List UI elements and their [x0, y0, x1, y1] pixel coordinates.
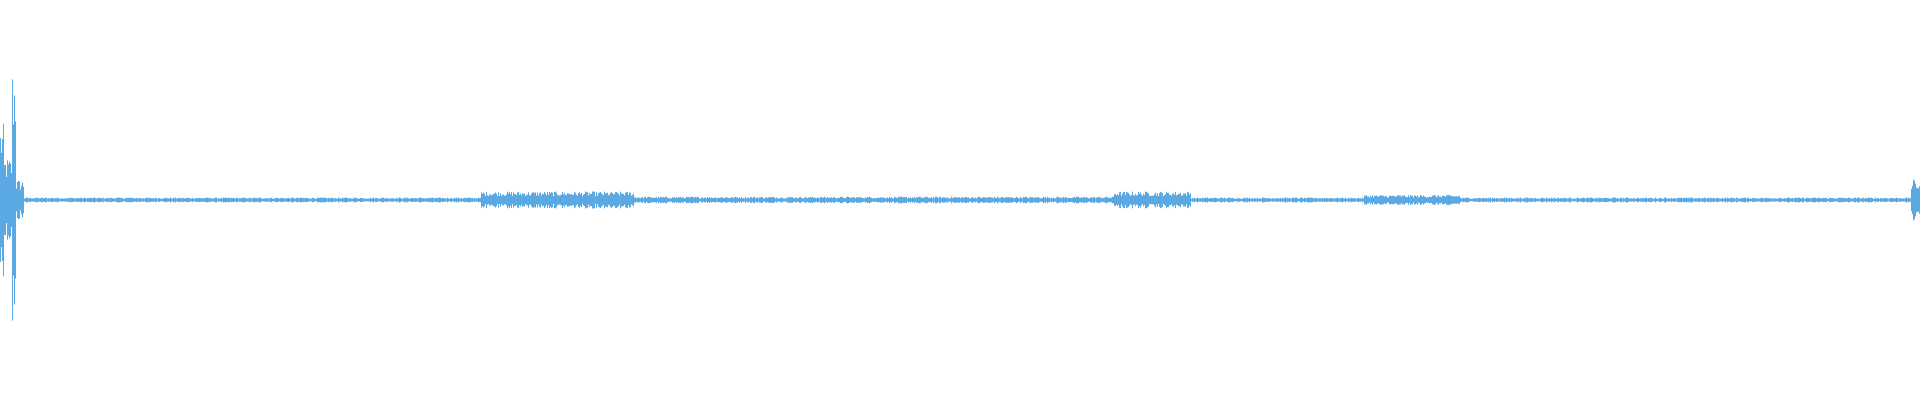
waveform-peaks [0, 79, 1920, 321]
